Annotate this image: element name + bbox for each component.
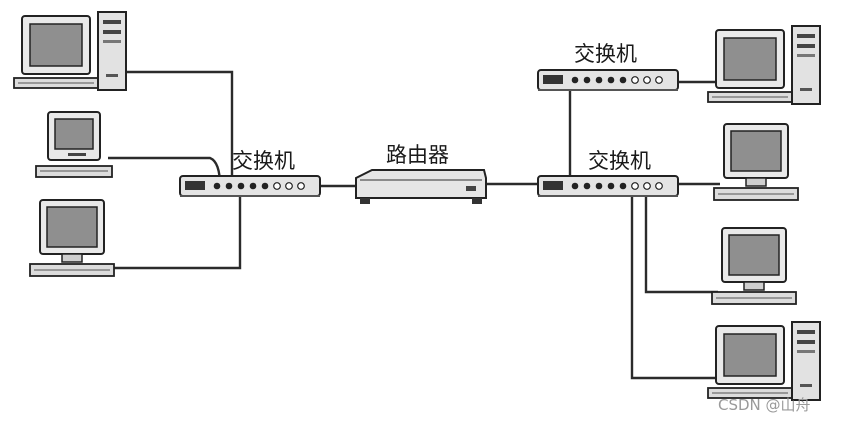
desktop-computer-icon (707, 25, 821, 105)
desktop-computer-icon (711, 227, 797, 305)
network-switch-icon (537, 69, 679, 91)
cable-switch-right-pc6 (644, 190, 718, 294)
cable-pc3-switch-left (110, 192, 242, 270)
network-switch-icon (179, 175, 321, 197)
switch-right-top-label: 交换机 (574, 42, 637, 66)
desktop-computer-icon (707, 321, 821, 401)
desktop-computer-icon (713, 123, 799, 201)
watermark: CSDN @山舟 (718, 396, 811, 414)
cable-pc1-switch-left (120, 70, 234, 186)
cable-switch-right-pc7 (630, 190, 718, 380)
desktop-computer-icon (35, 111, 113, 178)
network-switch-icon (537, 175, 679, 197)
switch-right-mid-label: 交换机 (588, 149, 651, 173)
desktop-computer-icon (29, 199, 115, 277)
router-icon (355, 169, 487, 204)
switch-left-label: 交换机 (232, 149, 295, 173)
desktop-computer-icon (13, 11, 127, 91)
router-label: 路由器 (386, 143, 449, 167)
